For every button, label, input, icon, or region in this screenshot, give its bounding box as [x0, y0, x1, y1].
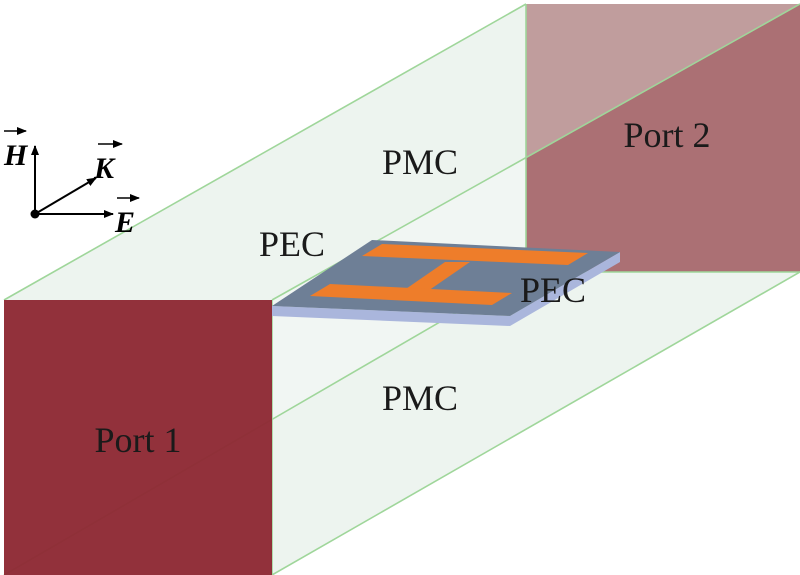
port-2-label: Port 2	[623, 115, 710, 155]
e-axis-label: E	[114, 206, 135, 239]
h-axis-label: H	[3, 139, 29, 172]
pmc-top-label: PMC	[382, 142, 458, 182]
port-1-label: Port 1	[94, 420, 181, 460]
field-axes: H K E	[3, 127, 140, 239]
resonator-top-bar	[362, 244, 588, 265]
k-axis-label: K	[93, 152, 116, 185]
resonator-bottom-bar	[310, 284, 512, 305]
pec-right-label: PEC	[520, 270, 586, 310]
k-axis-arrow	[34, 177, 97, 215]
resonator-stem	[400, 262, 470, 293]
pmc-top-wall	[4, 4, 800, 300]
substrate-side-right	[510, 252, 620, 326]
metasurface-unit	[272, 240, 620, 326]
pec-left-label: PEC	[259, 224, 325, 264]
port-1-face	[4, 300, 272, 575]
substrate-side-front	[272, 306, 510, 326]
pmc-bottom-label: PMC	[382, 378, 458, 418]
